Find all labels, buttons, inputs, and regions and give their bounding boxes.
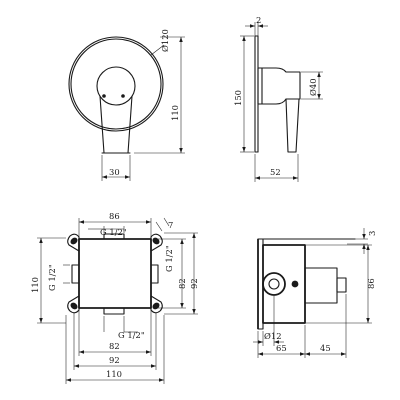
body-height-label: 150 xyxy=(233,90,243,106)
ear-spacing-v-label: 92 xyxy=(189,278,199,289)
box-side-view: 3 86 Ø12 65 45 xyxy=(253,228,377,358)
box-front-view: 86 G 1/2" 7 G 1/2" G 1/2" 110 82 92 xyxy=(30,211,199,384)
left-height-label: 110 xyxy=(30,277,40,293)
ear-bottom-right xyxy=(150,295,163,314)
inner-spacing-v-label: 82 xyxy=(177,278,187,289)
spout-lever xyxy=(285,98,300,153)
hub-screw-right xyxy=(121,94,125,98)
total-width-label: 110 xyxy=(106,369,122,379)
cartridge-depth-label: 45 xyxy=(320,343,331,353)
outlet-right-label: G 1/2" xyxy=(164,245,174,272)
rose-diameter-label: Ø120 xyxy=(160,29,170,52)
spout-diameter-label: Ø40 xyxy=(308,78,318,96)
cartridge-housing xyxy=(304,267,338,304)
inlet-ring-inner xyxy=(268,278,280,290)
ear-bottom-left xyxy=(67,295,80,314)
side-view: 2 150 Ø40 52 xyxy=(233,15,323,182)
total-height-label: 110 xyxy=(170,105,180,121)
outlet-top-label: G 1/2" xyxy=(100,227,127,237)
outlet-right xyxy=(150,264,159,284)
outlet-top xyxy=(103,233,125,240)
lever-hub xyxy=(96,66,136,106)
front-view: Ø120 110 30 xyxy=(68,29,185,181)
spout-body xyxy=(257,67,301,105)
ear-top-right xyxy=(150,233,163,252)
projection-label: 52 xyxy=(270,167,281,177)
outlet-left xyxy=(71,264,80,284)
ear-width-label: 92 xyxy=(109,355,120,365)
outlet-bottom-label: G 1/2" xyxy=(118,330,145,340)
cartridge-spindle xyxy=(336,277,347,293)
body-width-label: 86 xyxy=(109,211,120,221)
inlet-ring-outer xyxy=(262,272,286,296)
rose-inner xyxy=(70,38,162,130)
pipe-diameter-label: Ø12 xyxy=(264,331,282,341)
box-body xyxy=(78,238,152,309)
outlet-left-label: G 1/2" xyxy=(47,264,57,291)
outlet-bottom xyxy=(103,307,125,315)
inner-width-label: 82 xyxy=(109,341,120,351)
chamfer-label: 7 xyxy=(168,220,173,230)
cover-offset-label: 3 xyxy=(367,231,377,236)
box-depth-label: 65 xyxy=(276,343,287,353)
lever-width-label: 30 xyxy=(109,167,120,177)
rose-outer xyxy=(68,36,164,132)
box-height-label: 86 xyxy=(366,278,376,289)
screw-dot xyxy=(291,280,299,288)
hub-screw-left xyxy=(102,94,106,98)
ear-top-left xyxy=(67,233,80,252)
plate-thickness-label: 2 xyxy=(256,15,261,25)
lever-body xyxy=(99,95,133,154)
rose-diameter-leader xyxy=(150,44,165,56)
